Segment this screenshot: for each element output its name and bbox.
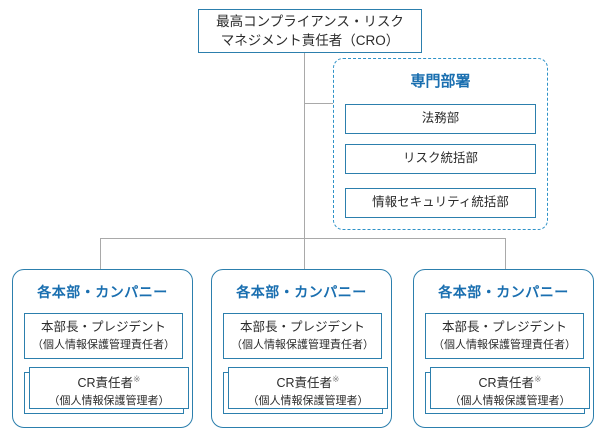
division-head-line2: （個人情報保護管理責任者）: [433, 339, 576, 351]
cr-officer-line2: （個人情報保護管理者）: [48, 395, 170, 408]
division-head-box: 本部長・プレジデント （個人情報保護管理責任者）: [24, 313, 183, 359]
cr-officer-line2: （個人情報保護管理者）: [247, 395, 369, 408]
cr-officer-label: CR責任者: [77, 376, 133, 391]
division-box-1: 各本部・カンパニー 本部長・プレジデント （個人情報保護管理責任者） CR責任者…: [12, 269, 193, 428]
cro-label-line2: マネジメント責任者（CRO）: [220, 33, 400, 48]
cr-officer-label: CR責任者: [276, 376, 332, 391]
division-head-line2: （個人情報保護管理責任者）: [231, 339, 374, 351]
cr-officer-label: CR責任者: [478, 376, 534, 391]
cr-officer-ref-mark: ※: [534, 374, 542, 384]
division-title: 各本部・カンパニー: [236, 284, 367, 300]
connector-stub-right-division: [505, 238, 506, 270]
connector-distribution-horizontal: [100, 238, 506, 239]
division-title: 各本部・カンパニー: [37, 284, 168, 300]
division-box-3: 各本部・カンパニー 本部長・プレジデント （個人情報保護管理責任者） CR責任者…: [413, 269, 594, 428]
connector-stub-left-division: [100, 238, 101, 270]
division-title: 各本部・カンパニー: [438, 284, 569, 300]
division-head-line1: 本部長・プレジデント: [40, 320, 166, 334]
dept-box-legal: 法務部: [345, 104, 536, 134]
cr-officer-stack: CR責任者※ （個人情報保護管理者）: [223, 367, 388, 414]
cro-label-line1: 最高コンプライアンス・リスク: [216, 14, 404, 29]
dept-box-risk-management: リスク統括部: [345, 144, 536, 174]
specialized-departments-title: 専門部署: [410, 73, 471, 90]
cr-officer-line1: CR責任者※: [431, 370, 589, 393]
division-box-2: 各本部・カンパニー 本部長・プレジデント （個人情報保護管理責任者） CR責任者…: [211, 269, 392, 428]
cr-officer-stack: CR責任者※ （個人情報保護管理者）: [24, 367, 189, 414]
cr-officer-line1: CR責任者※: [229, 370, 387, 393]
division-head-line1: 本部長・プレジデント: [441, 320, 567, 334]
connector-branch-to-specialized: [304, 103, 334, 104]
division-head-box: 本部長・プレジデント （個人情報保護管理責任者）: [425, 313, 584, 359]
cr-officer-stack: CR責任者※ （個人情報保護管理者）: [425, 367, 590, 414]
cr-officer-line1: CR責任者※: [30, 370, 188, 393]
cr-officer-ref-mark: ※: [133, 374, 141, 384]
cr-officer-line2: （個人情報保護管理者）: [449, 395, 571, 408]
division-head-line2: （個人情報保護管理責任者）: [32, 339, 175, 351]
division-head-line1: 本部長・プレジデント: [239, 320, 365, 334]
division-head-box: 本部長・プレジデント （個人情報保護管理責任者）: [223, 313, 382, 359]
specialized-departments-panel: 専門部署 法務部 リスク統括部 情報セキュリティ統括部: [333, 58, 548, 230]
cr-officer-card: CR責任者※ （個人情報保護管理者）: [29, 367, 189, 409]
connector-trunk-vertical: [304, 53, 305, 270]
cro-box: 最高コンプライアンス・リスク マネジメント責任者（CRO）: [198, 9, 422, 53]
dept-box-information-security: 情報セキュリティ統括部: [345, 188, 536, 218]
cr-officer-card: CR責任者※ （個人情報保護管理者）: [228, 367, 388, 409]
cr-officer-card: CR責任者※ （個人情報保護管理者）: [430, 367, 590, 409]
cr-officer-ref-mark: ※: [332, 374, 340, 384]
